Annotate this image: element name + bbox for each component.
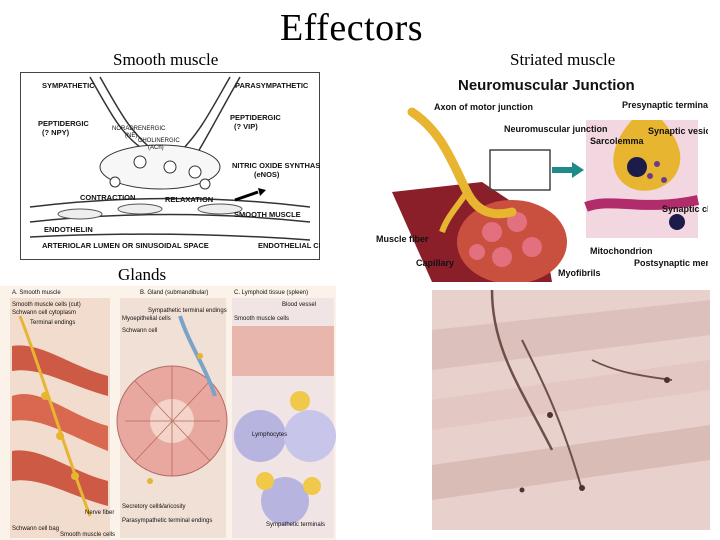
gland-label-c2: Smooth muscle cells	[234, 316, 289, 322]
label-smooth-muscle: Smooth muscle	[113, 50, 219, 69]
gland-label-c4: Sympathetic terminals	[266, 522, 325, 528]
text-nitric-oxide: NITRIC OXIDE SYNTHASE	[232, 161, 320, 170]
nmj-label-presynaptic: Presynaptic terminal	[622, 100, 708, 110]
text-smooth-muscle: SMOOTH MUSCLE	[234, 210, 301, 219]
gland-label-a4: Nerve fiber	[85, 510, 114, 516]
nmj-label-muscle-fiber: Muscle fiber	[376, 234, 429, 244]
text-peptidergic-left: PEPTIDERGIC	[38, 119, 89, 128]
striated-muscle-micrograph	[432, 290, 710, 530]
gland-panel-c-title: C. Lymphoid tissue (spleen)	[234, 290, 308, 296]
nmj-label-nmj: Neuromuscular junction	[504, 124, 608, 134]
text-peptidergic-right: PEPTIDERGIC	[230, 113, 281, 122]
nmj-label-cleft: Synaptic cleft	[662, 204, 708, 214]
text-endothelial-cell: ENDOTHELIAL CELL	[258, 241, 320, 250]
text-noradrenergic: NORADRENERGIC	[112, 126, 166, 132]
gland-label-a1: Smooth muscle cells (cut)	[12, 302, 81, 308]
gland-label-b6: Parasympathetic terminal endings	[122, 518, 212, 524]
gland-label-a3: Terminal endings	[30, 320, 75, 326]
nmj-label-capillary: Capillary	[416, 258, 454, 268]
nmj-label-sarcolemma: Sarcolemma	[590, 136, 645, 146]
gland-label-b5: Varicosity	[160, 504, 186, 510]
gland-label-c3: Lymphocytes	[252, 432, 287, 438]
label-striated-muscle: Striated muscle	[510, 50, 616, 69]
gland-label-a6: Smooth muscle cells	[60, 532, 115, 538]
text-vip: (? VIP)	[234, 122, 258, 131]
slide-title: Effectors	[280, 7, 424, 49]
gland-label-b1: Sympathetic terminal endings	[148, 308, 227, 314]
label-glands: Glands	[118, 265, 167, 284]
text-enos: (eNOS)	[254, 170, 280, 179]
gland-label-a5: Schwann cell bag	[12, 526, 59, 532]
gland-label-c1: Blood vessel	[282, 302, 316, 308]
smooth-muscle-diagram-svg: SYMPATHETIC PARASYMPATHETIC PEPTIDERGIC …	[20, 72, 320, 260]
gland-panel-b-title: B. Gland (submandibular)	[140, 290, 208, 296]
text-ach: (ACh)	[148, 145, 164, 151]
text-lumen: ARTERIOLAR LUMEN OR SINUSOIDAL SPACE	[42, 241, 209, 250]
text-contraction: CONTRACTION	[80, 193, 135, 202]
text-npy: (? NPY)	[42, 128, 70, 137]
text-endothelin: ENDOTHELIN	[44, 225, 93, 234]
nmj-label-postsynaptic: Postsynaptic membrane	[634, 258, 708, 268]
striated-muscle-micrograph-svg	[432, 290, 710, 530]
smooth-muscle-diagram: SYMPATHETIC PARASYMPATHETIC PEPTIDERGIC …	[20, 72, 320, 260]
nmj-illustration: Neuromuscular Junction Axon of motor jun…	[372, 72, 708, 282]
text-ne: (NE)	[125, 133, 137, 139]
text-sympathetic: SYMPATHETIC	[42, 81, 95, 90]
gland-panel-a-title: A. Smooth muscle	[12, 290, 61, 296]
text-cholinergic: CHOLINERGIC	[138, 138, 180, 144]
gland-label-b3: Schwann cell	[122, 328, 157, 334]
nmj-illustration-svg: Neuromuscular Junction Axon of motor jun…	[372, 72, 708, 282]
nmj-label-myofibrils: Myofibrils	[558, 268, 601, 278]
nmj-label-vesicles: Synaptic vesicles	[648, 126, 708, 136]
nmj-title: Neuromuscular Junction	[458, 77, 635, 94]
glands-illustration: A. Smooth muscle B. Gland (submandibular…	[0, 286, 336, 540]
gland-label-b4: Secretory cells	[122, 504, 161, 510]
nmj-label-axon: Axon of motor junction	[434, 102, 533, 112]
glands-illustration-svg: A. Smooth muscle B. Gland (submandibular…	[0, 286, 336, 540]
nmj-label-mitochondrion: Mitochondrion	[590, 246, 653, 256]
text-parasympathetic: PARASYMPATHETIC	[235, 81, 309, 90]
text-relaxation: RELAXATION	[165, 195, 213, 204]
gland-label-a2: Schwann cell cytoplasm	[12, 310, 76, 316]
gland-label-b2: Myoepithelial cells	[122, 316, 171, 322]
